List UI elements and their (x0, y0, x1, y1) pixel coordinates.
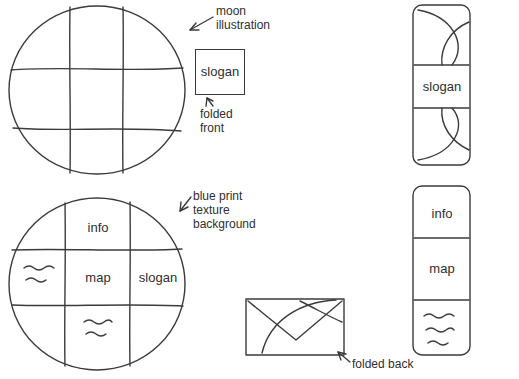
layout-cell: info (67, 208, 129, 248)
handwritten-text: info (88, 221, 109, 236)
moon-circle (9, 6, 185, 174)
layout-cell: map (67, 253, 129, 303)
handwritten-text: slogan (423, 80, 461, 95)
leader-arrows (180, 17, 350, 362)
callout-note: folded front (200, 108, 246, 136)
folded-back-panel (246, 299, 344, 355)
panel-band: slogan (415, 67, 469, 107)
callout-note: blue print texture background (193, 190, 265, 231)
panel-cell: map (415, 241, 469, 298)
front-panel-box: slogan (195, 49, 245, 95)
folded-panel-front (413, 5, 470, 165)
handwritten-text: map (85, 271, 110, 286)
handwritten-text: slogan (139, 271, 177, 286)
folded-panel-inside (413, 186, 470, 355)
handwritten-text: map (429, 262, 454, 277)
handwritten-text: info (432, 207, 453, 222)
callout-note: folded back (352, 358, 442, 372)
layout-cell: slogan (132, 253, 184, 303)
callout-note: moon illustration (216, 5, 280, 33)
handwritten-text: slogan (201, 65, 239, 80)
panel-cell: info (415, 192, 469, 236)
layout-circle (9, 198, 185, 370)
